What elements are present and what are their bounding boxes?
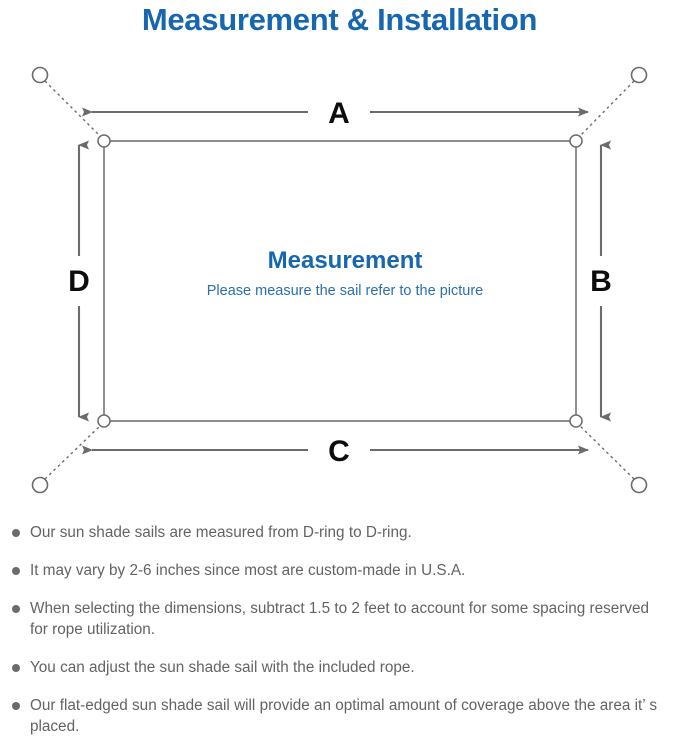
list-item-text: It may vary by 2-6 inches since most are… <box>30 562 466 579</box>
rope-line-top-left <box>44 80 102 138</box>
list-item: Our flat-edged sun shade sail will provi… <box>0 695 679 737</box>
anchor-bottom-left-icon <box>31 476 49 494</box>
rope-lines <box>44 80 635 480</box>
list-item: You can adjust the sun shade sail with t… <box>0 657 679 678</box>
dimension-b-label: B <box>590 265 612 298</box>
anchor-points <box>31 66 648 494</box>
sail-body <box>103 140 577 422</box>
rope-line-bottom-right <box>578 424 635 480</box>
page-title: Measurement & Installation <box>141 2 538 37</box>
d-ring-bottom-right-icon <box>569 414 583 428</box>
d-ring-bottom-left-icon <box>97 414 111 428</box>
bullet-icon <box>12 702 20 710</box>
dimension-d-label: D <box>68 265 90 298</box>
anchor-top-right-icon <box>630 66 648 84</box>
list-item-text: When selecting the dimensions, subtract … <box>30 600 650 638</box>
anchor-top-left-icon <box>31 66 49 84</box>
d-ring-top-left-icon <box>97 134 111 148</box>
list-item: It may vary by 2-6 inches since most are… <box>0 560 679 581</box>
measurement-diagram: A C D B Measurement Please measure the s… <box>0 44 679 514</box>
bullet-icon <box>12 567 20 575</box>
list-item: When selecting the dimensions, subtract … <box>0 598 679 640</box>
dimension-a-label: A <box>328 97 350 130</box>
rope-line-top-right <box>578 80 635 138</box>
diagram-center-subheading: Please measure the sail refer to the pic… <box>207 283 483 299</box>
list-item: Our sun shade sails are measured from D-… <box>0 522 679 543</box>
d-rings <box>97 134 583 428</box>
list-item-text: Our flat-edged sun shade sail will provi… <box>30 697 657 735</box>
list-item-text: Our sun shade sails are measured from D-… <box>30 524 412 541</box>
anchor-bottom-right-icon <box>630 476 648 494</box>
dimension-c-label: C <box>328 435 350 468</box>
rope-line-bottom-left <box>44 424 102 480</box>
list-item-text: You can adjust the sun shade sail with t… <box>30 659 415 676</box>
bullet-icon <box>12 529 20 537</box>
bullet-icon <box>12 664 20 672</box>
notes-list: Our sun shade sails are measured from D-… <box>0 522 679 754</box>
bullet-icon <box>12 605 20 613</box>
diagram-center-heading: Measurement <box>268 247 423 274</box>
d-ring-top-right-icon <box>569 134 583 148</box>
